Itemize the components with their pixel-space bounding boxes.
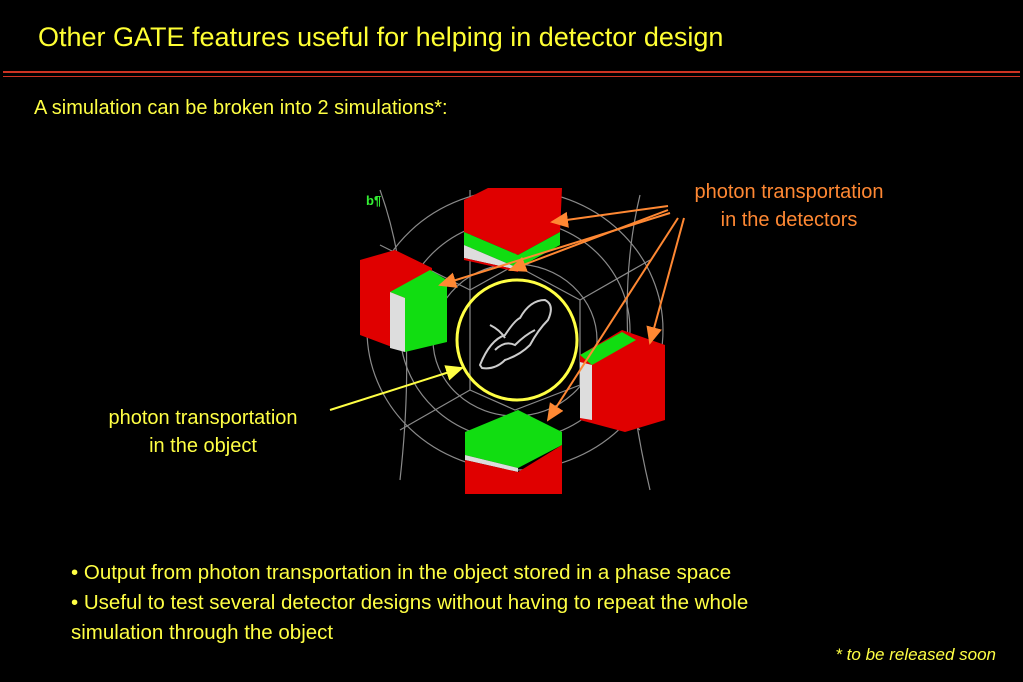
callout-detectors-line2: in the detectors xyxy=(720,209,858,231)
detector-arrows xyxy=(438,205,685,422)
slide-title: Other GATE features useful for helping i… xyxy=(38,22,724,52)
bullet-list: • Output from photon transportation in t… xyxy=(71,558,951,648)
callout-object: photon transportation in the object xyxy=(78,404,328,460)
title-divider-bottom xyxy=(3,76,1020,77)
footnote: * to be released soon xyxy=(835,645,996,664)
object-highlight-circle xyxy=(455,278,579,402)
detector-right xyxy=(580,330,665,432)
callout-object-line2: in the object xyxy=(149,435,257,457)
figure-label: b¶ xyxy=(366,193,381,208)
callout-detectors: photon transportation in the detectors xyxy=(664,178,914,234)
callout-object-line1: photon transportation xyxy=(108,407,298,429)
callout-detectors-line1: photon transportation xyxy=(694,181,884,203)
subtitle: A simulation can be broken into 2 simula… xyxy=(34,97,448,119)
title-divider-top xyxy=(3,71,1020,73)
bullet-item-continuation: simulation through the object xyxy=(71,621,334,644)
detector-bottom xyxy=(465,410,562,494)
phantom-object xyxy=(478,298,552,370)
detector-left xyxy=(360,250,447,352)
bullet-item: • Output from photon transportation in t… xyxy=(71,561,732,584)
bullet-item: • Useful to test several detector design… xyxy=(71,591,749,614)
detector-top xyxy=(464,188,562,272)
object-arrow xyxy=(329,365,464,411)
